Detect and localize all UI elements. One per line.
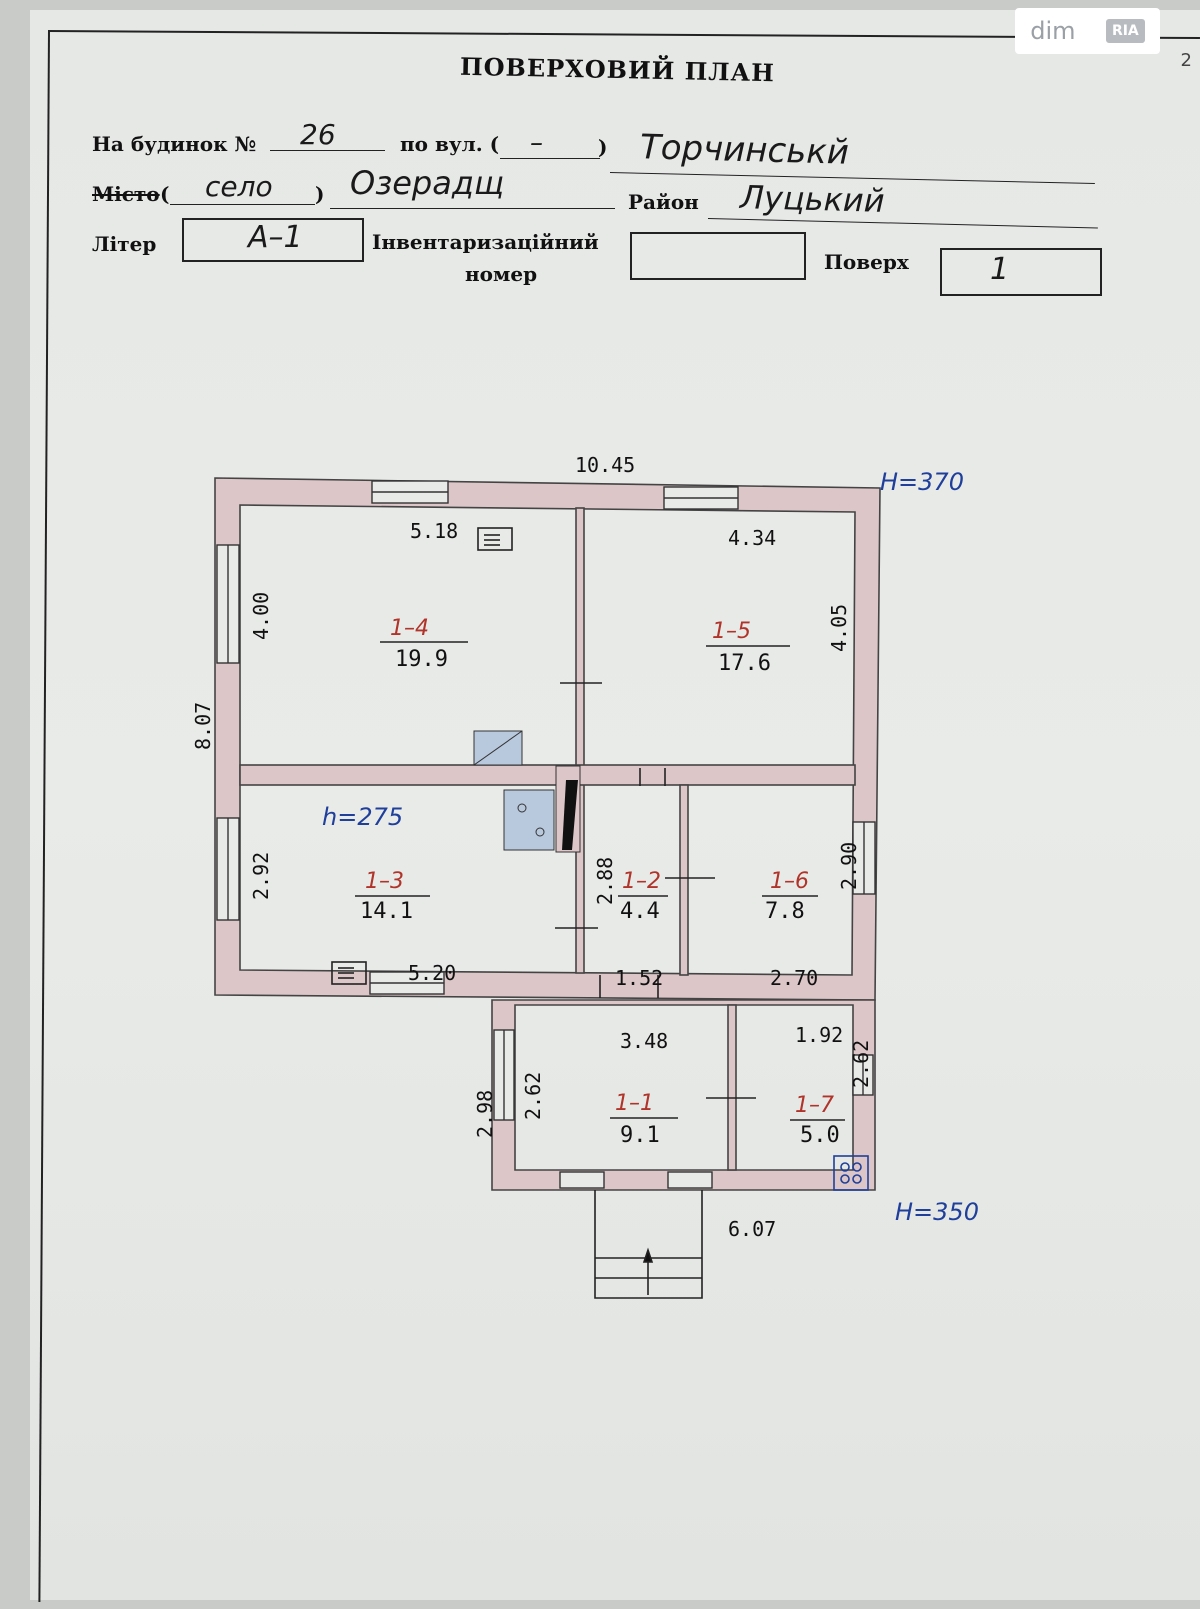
radiator-icons: [331, 527, 513, 985]
wall-horizontal-1: [239, 764, 856, 786]
dim-overall-width: 10.45: [575, 453, 635, 477]
page-number: 2: [1180, 50, 1192, 71]
room-1-3-area: 14.1: [360, 899, 413, 924]
house-label: На будинок №: [92, 132, 257, 156]
porch-steps: [594, 1190, 703, 1299]
dim-r16-width: 2.70: [770, 966, 818, 990]
city-label: Місто: [92, 182, 160, 206]
room-1-4-area: 19.9: [395, 647, 448, 672]
dim-r13-height: 2.92: [249, 852, 273, 900]
doors: [555, 682, 756, 1099]
dim-r11-height: 2.62: [521, 1072, 545, 1120]
dim-r15-width: 4.34: [728, 526, 776, 550]
wall-vertical-2: [679, 784, 689, 976]
floor-value: 1: [990, 252, 1010, 287]
inventory-box: [630, 232, 806, 280]
room-1-6-area: 7.8: [765, 899, 805, 924]
dim-r14-height: 4.00: [249, 592, 273, 640]
dim-r12-height: 2.88: [593, 857, 617, 905]
dim-r13-width: 5.20: [408, 961, 456, 985]
liter-box: [182, 218, 364, 262]
room-1-7-id: 1–7: [795, 1093, 834, 1118]
city-type: село: [205, 170, 273, 203]
room-1-1-id: 1–1: [615, 1091, 654, 1116]
house-number: 26: [300, 118, 336, 151]
dim-r14-width: 5.18: [410, 519, 458, 543]
house-line: [270, 150, 385, 151]
city-name: Озерадщ: [350, 164, 505, 202]
wall-vertical-1: [575, 507, 585, 974]
floor-label: Поверх: [824, 250, 909, 274]
room-1-4-id: 1–4: [390, 616, 429, 641]
inventory-label-2: номер: [465, 262, 538, 286]
dim-r17-width: 1.92: [795, 1023, 843, 1047]
city-name-line: [330, 208, 615, 209]
room-1-5-id: 1–5: [712, 619, 751, 644]
windows: [216, 480, 876, 1189]
watermark-logo: dim RIA: [1015, 8, 1160, 54]
stove: [473, 730, 581, 853]
room-1-1-area: 9.1: [620, 1123, 660, 1148]
city-type-line: [170, 204, 315, 205]
street-type: –: [530, 128, 543, 158]
extension-walls: [491, 999, 876, 1191]
room-1-5-area: 17.6: [718, 651, 771, 676]
room-1-3-id: 1–3: [365, 869, 404, 894]
floor-box: [940, 248, 1102, 296]
dim-r11-width: 3.48: [620, 1029, 668, 1053]
room-1-7-area: 5.0: [800, 1123, 840, 1148]
street-close: ): [598, 135, 608, 159]
dim-overall-depth: 8.07: [191, 702, 215, 750]
cooker-icon: [833, 1155, 869, 1191]
height-room-1-3: h=275: [322, 803, 403, 831]
liter-value: А–1: [248, 220, 303, 255]
inventory-label-1: Інвентаризаційний: [372, 230, 599, 254]
room-1-2-area: 4.4: [620, 899, 660, 924]
wall-vertical-3: [727, 1004, 737, 1171]
street-type-line: [500, 158, 600, 159]
dim-r16-height: 2.90: [837, 842, 861, 890]
dim-r17-height: 2.62: [849, 1040, 873, 1088]
city-close: ): [315, 182, 325, 206]
room-1-2-id: 1–2: [622, 869, 661, 894]
height-main: Н=370: [880, 468, 964, 496]
liter-label: Літер: [92, 232, 157, 256]
city-open: (: [160, 182, 170, 206]
height-extension: Н=350: [895, 1198, 979, 1226]
dim-extension-width: 6.07: [728, 1217, 776, 1241]
dim-r12-width: 1.52: [615, 966, 663, 990]
watermark-brand: dim: [1030, 17, 1076, 45]
district-label: Район: [628, 190, 699, 214]
street-label: по вул. (: [400, 132, 500, 156]
dim-r15-height: 4.05: [827, 604, 851, 652]
dim-extension-height: 2.98: [473, 1090, 497, 1138]
walls: [214, 477, 881, 1191]
watermark-sub: RIA: [1105, 19, 1145, 43]
room-1-6-id: 1–6: [770, 869, 809, 894]
